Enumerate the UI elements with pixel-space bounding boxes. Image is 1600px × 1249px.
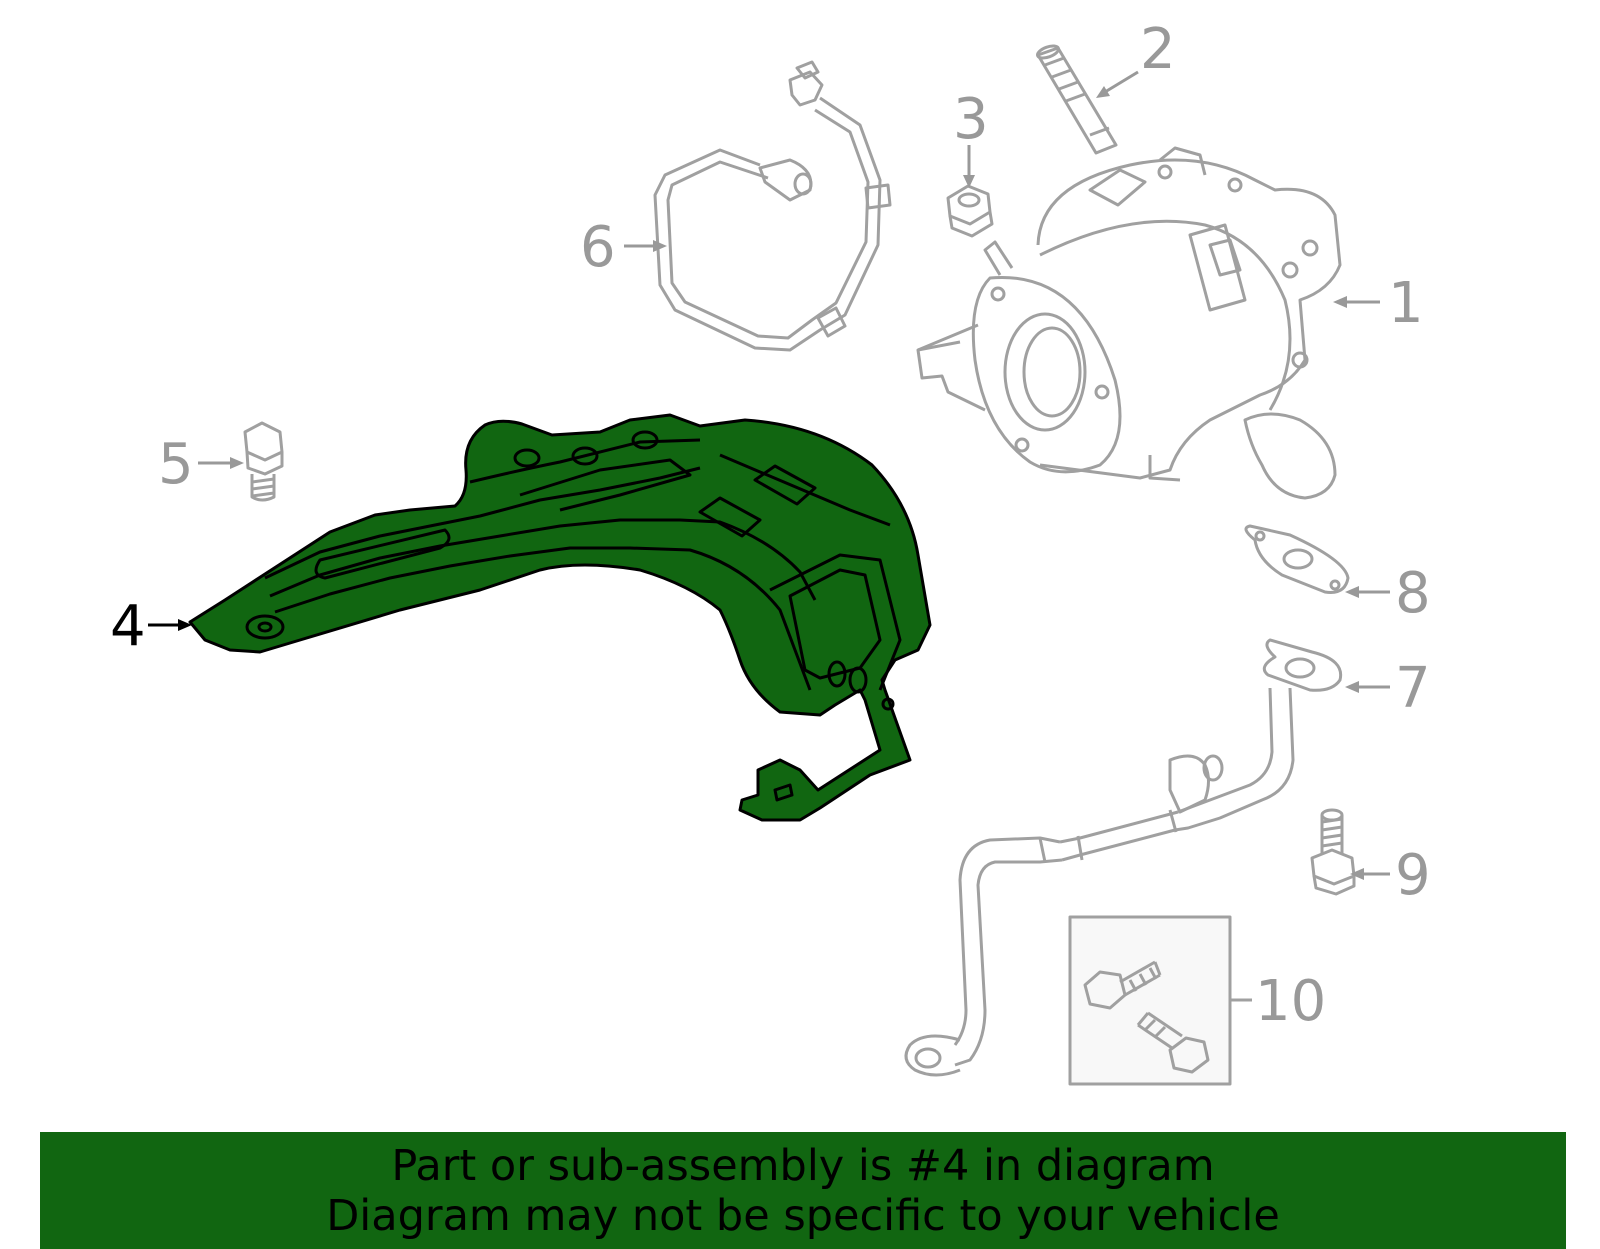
callout-labels: 1 2 3 4 5 6 7 8 9 10: [110, 17, 1431, 1034]
callout-1: 1: [1388, 271, 1424, 336]
bolt-part-9: [1310, 808, 1356, 896]
info-banner: Part or sub-assembly is #4 in diagram Di…: [40, 1132, 1566, 1249]
oil-return-line-part-7: [904, 638, 1343, 1077]
banner-line-1: Part or sub-assembly is #4 in diagram: [391, 1140, 1215, 1191]
callout-6: 6: [580, 215, 616, 280]
callout-4: 4: [110, 594, 146, 659]
turbocharger-part-1: [916, 146, 1342, 500]
stud-part-2: [1036, 44, 1118, 155]
bolt-part-5: [243, 421, 284, 502]
heat-shield-part-4: [188, 413, 932, 822]
oil-feed-line-part-6: [653, 60, 892, 352]
leader-arrow-4: [148, 619, 192, 631]
gasket-part-8: [1244, 524, 1350, 594]
callout-8: 8: [1395, 561, 1431, 626]
callout-2: 2: [1140, 17, 1176, 82]
bolt-kit-part-10: [1068, 915, 1252, 1086]
banner-line-2: Diagram may not be specific to your vehi…: [326, 1190, 1280, 1241]
leader-arrows: [198, 70, 1390, 880]
callout-5: 5: [158, 432, 194, 497]
callout-3: 3: [953, 87, 989, 152]
callout-9: 9: [1395, 843, 1431, 908]
callout-7: 7: [1395, 656, 1431, 721]
nut-part-3: [946, 184, 994, 238]
callout-10: 10: [1255, 969, 1326, 1034]
